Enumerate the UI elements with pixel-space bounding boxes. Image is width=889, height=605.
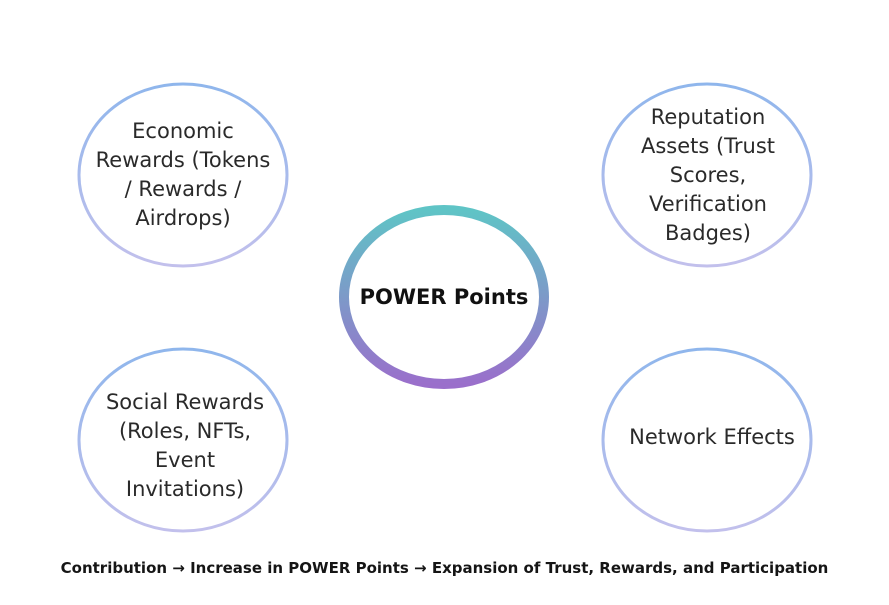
node-label-social: Social Rewards (Roles, NFTs, Event Invit… bbox=[105, 390, 265, 501]
node-circle-network bbox=[601, 347, 813, 533]
node-label-economic: Economic Rewards (Tokens / Rewards / Air… bbox=[95, 119, 271, 230]
node-circle-social bbox=[77, 347, 289, 533]
center-label: POWER Points bbox=[359, 285, 529, 309]
center-ring bbox=[339, 205, 549, 389]
node-circle-economic bbox=[77, 82, 289, 268]
node-label-network: Network Effects bbox=[629, 424, 795, 449]
node-label-reputation: Reputation Assets (Trust Scores, Verific… bbox=[640, 104, 776, 245]
node-circle-reputation bbox=[601, 82, 813, 268]
flow-caption: Contribution → Increase in POWER Points … bbox=[60, 559, 829, 577]
